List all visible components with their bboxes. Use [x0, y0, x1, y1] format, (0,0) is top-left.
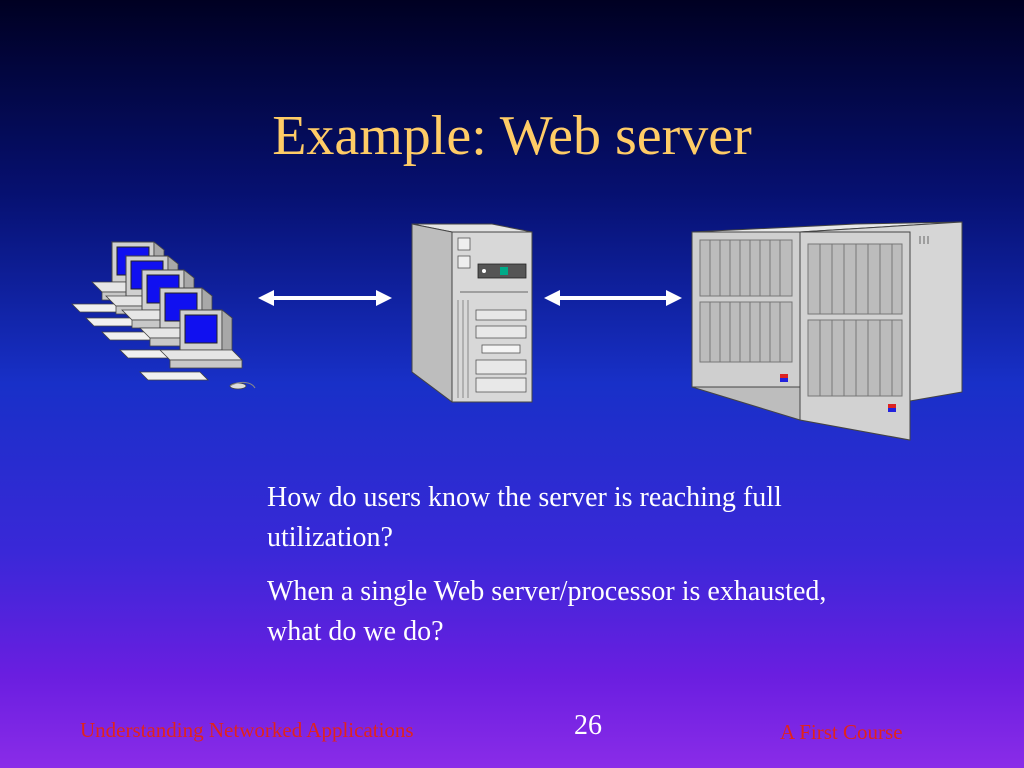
page-number: 26 [574, 710, 602, 741]
footer-course-title: Understanding Networked Applications [80, 718, 414, 742]
question-2: When a single Web server/processor is ex… [267, 576, 827, 647]
footer-subtitle: A First Course [780, 720, 903, 744]
storage-cabinet-icon [691, 221, 963, 441]
client-computers-icon [71, 241, 256, 390]
network-illustration [71, 221, 963, 441]
slide-body: How do users know the server is reaching… [267, 478, 867, 666]
double-arrow-icon [258, 290, 392, 306]
slide-title: Example: Web server [272, 105, 752, 167]
question-1: How do users know the server is reaching… [267, 482, 782, 553]
web-server-tower-icon [411, 223, 533, 403]
double-arrow-icon [544, 290, 682, 306]
